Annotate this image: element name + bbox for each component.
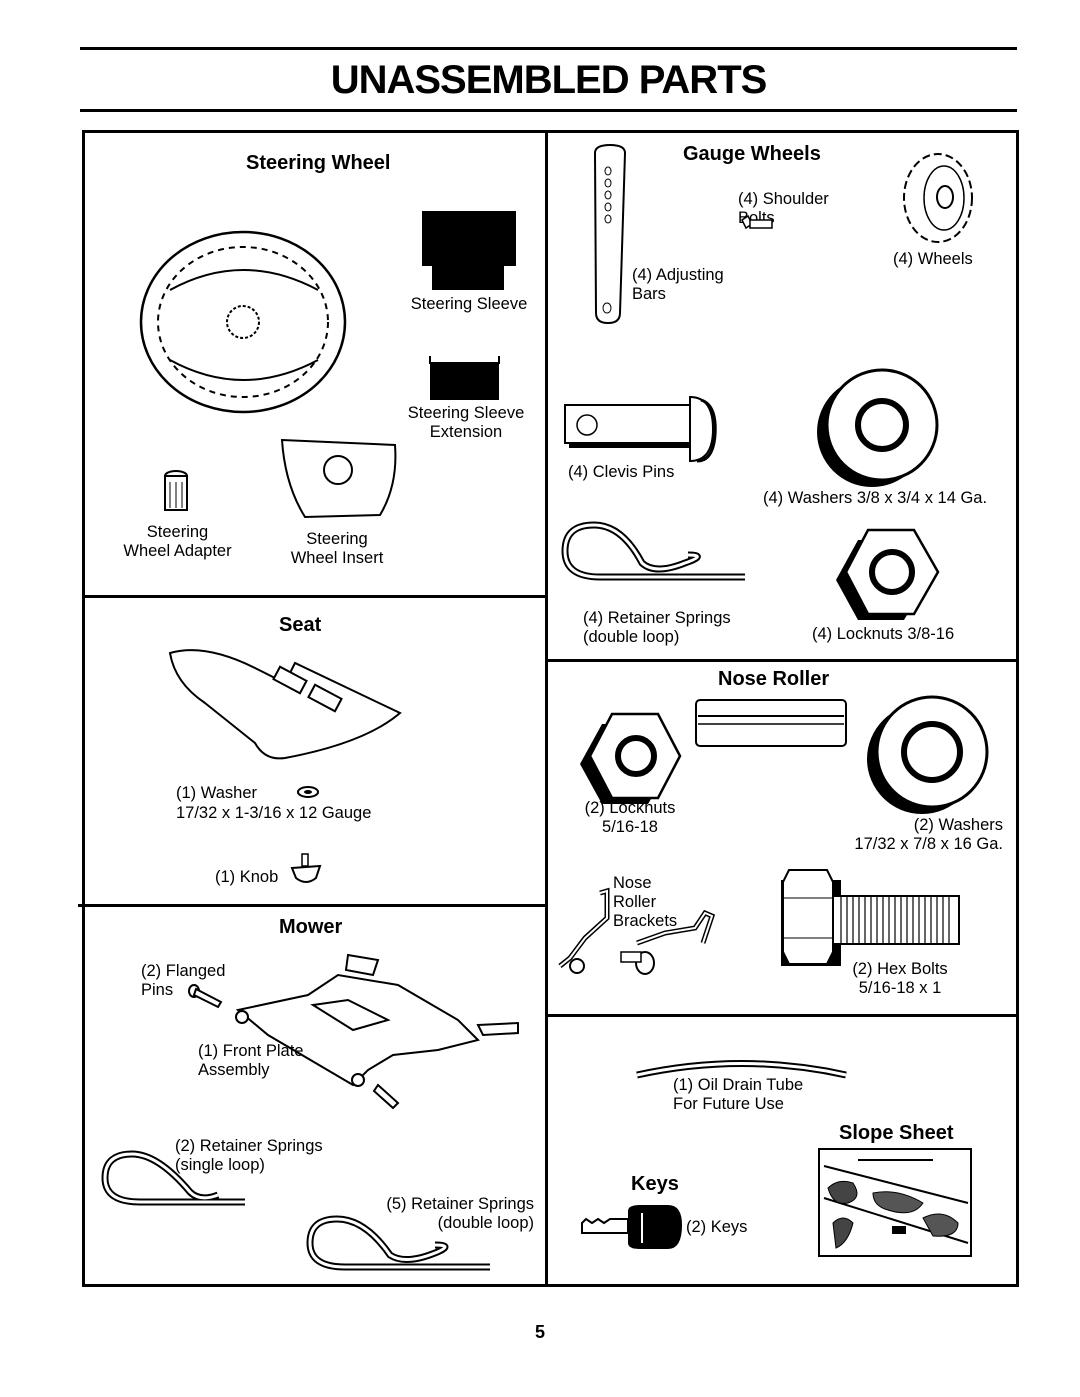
wheels-label: (4) Wheels [893,250,973,268]
wheel-adapter-icon [164,470,188,511]
divider-seat-mower [78,904,547,907]
divider-steering-seat [82,595,547,598]
gauge-wheel-icon [903,153,973,243]
wheel-insert-label: Steering Wheel Insert [290,530,384,567]
flanged-pin-icon [188,984,223,1009]
adjusting-bar-icon [593,143,627,325]
gauge-retainer-spring-icon [561,521,745,581]
wheel-adapter-label: Steering Wheel Adapter [123,523,232,560]
gauge-locknut-icon [836,528,940,620]
nose-washer-icon [867,695,989,814]
title-underline [80,109,1017,112]
shoulder-bolt-icon [741,214,773,230]
front-plate-icon [235,953,519,1110]
page-title: UNASSEMBLED PARTS [330,58,768,102]
key-icon [581,1205,682,1249]
seat-heading: Seat [279,614,322,636]
retainer-double-label: (5) Retainer Springs (double loop) [386,1195,534,1232]
front-plate-label: (1) Front Plate Assembly [198,1042,304,1079]
wheel-insert-icon [280,438,397,519]
keys-heading: Keys [631,1173,679,1195]
mower-heading: Mower [279,916,343,938]
retainer-spring-single-icon [101,1150,245,1206]
flanged-pins-label: (2) Flanged Pins [141,962,226,999]
gauge-locknuts-label: (4) Locknuts 3/8-16 [812,625,955,643]
keys-label: (2) Keys [686,1218,748,1236]
retainer-spring-double-icon [306,1215,490,1271]
nose-bracket-icon [558,887,716,975]
parts-frame [82,130,1019,1287]
top-rule [80,47,1017,50]
oil-drain-tube-icon [636,1060,847,1079]
slope-sheet-heading: Slope Sheet [839,1122,954,1144]
seat-washer-label: (1) Washer [176,784,257,802]
retainer-single-label: (2) Retainer Springs (single loop) [175,1137,323,1174]
gauge-wheels-heading: Gauge Wheels [683,143,821,165]
nose-brackets-label: Nose Roller Brackets [613,874,678,930]
gauge-retainer-label: (4) Retainer Springs (double loop) [583,609,731,646]
sleeve-extension-label: Steering Sleeve Extension [407,404,525,441]
nose-locknuts-label: (2) Locknuts 5/16-18 [584,799,676,836]
sleeve-extension-icon [429,356,500,400]
divider-nose-misc [545,1014,1019,1017]
clevis-pins-label: (4) Clevis Pins [568,463,675,481]
washer-icon [297,786,319,798]
seat-washer-spec: 17/32 x 1-3/16 x 12 Gauge [176,804,372,822]
oil-tube-label: (1) Oil Drain Tube For Future Use [673,1076,804,1113]
steering-wheel-icon [139,230,347,414]
adjusting-bars-label: (4) Adjusting Bars [632,266,724,303]
slope-sheet-icon [818,1148,972,1257]
gauge-washers-label: (4) Washers 3/8 x 3/4 x 14 Ga. [763,489,988,507]
steering-sleeve-icon [422,211,516,290]
hex-bolt-icon [781,869,960,966]
steering-wheel-heading: Steering Wheel [246,152,391,174]
steering-sleeve-label: Steering Sleeve [410,295,528,313]
hex-bolts-label: (2) Hex Bolts 5/16-18 x 1 [852,960,948,997]
nose-locknut-icon [580,712,682,804]
center-divider [545,130,548,1287]
seat-knob-label: (1) Knob [215,868,279,886]
nose-roller-heading: Nose Roller [718,668,830,690]
gauge-washer-icon [817,368,939,487]
nose-roller-icon [695,699,847,747]
nose-washers-label: (2) Washers 17/32 x 7/8 x 16 Ga. [854,816,1003,853]
knob-icon [290,853,322,883]
seat-icon [168,649,402,760]
page-number: 5 [534,1322,545,1342]
clevis-pin-icon [564,395,717,463]
divider-gauge-nose [545,659,1019,662]
